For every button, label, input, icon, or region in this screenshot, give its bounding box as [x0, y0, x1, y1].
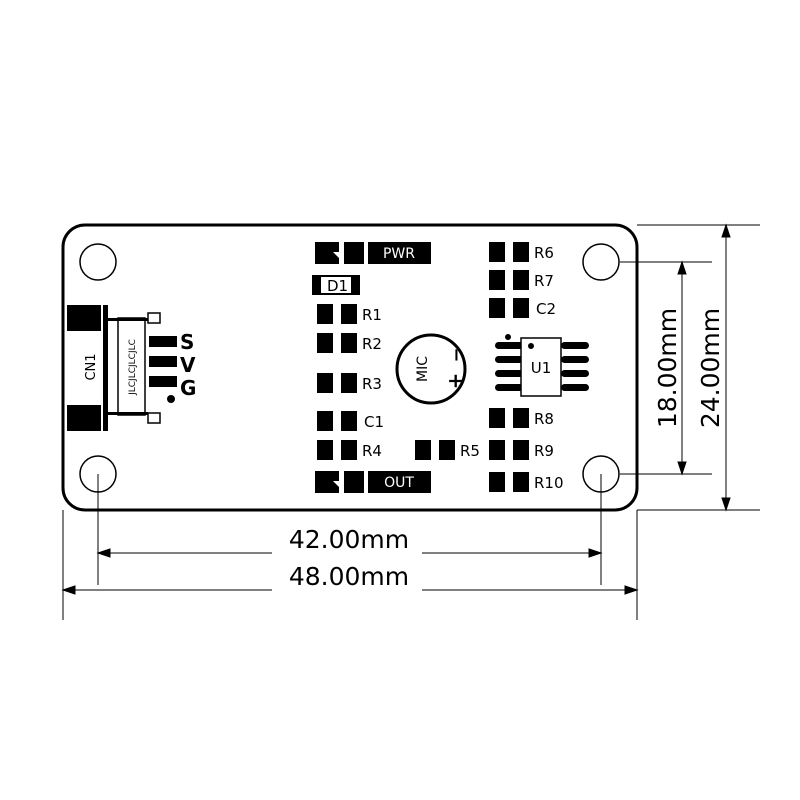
resistor-r8: R8 [489, 408, 554, 428]
resistor-r7: R7 [489, 270, 554, 290]
resistor-r9: R9 [489, 440, 554, 460]
microphone: MIC − + [395, 333, 467, 405]
mic-minus: − [446, 347, 467, 362]
u1-label: U1 [531, 359, 552, 377]
svg-text:R5: R5 [460, 442, 480, 460]
mounting-hole-top-right [582, 243, 620, 281]
svg-text:R6: R6 [534, 244, 554, 262]
svg-text:R7: R7 [534, 272, 554, 290]
pin-label-s: S [180, 330, 194, 354]
dimension-board-height [637, 223, 760, 512]
out-label: OUT [384, 475, 414, 491]
capacitor-c1: C1 [317, 411, 384, 431]
resistor-r10: R10 [489, 472, 564, 492]
resistor-r4: R4 [317, 440, 382, 460]
svg-text:R9: R9 [534, 442, 554, 460]
ic-u1: U1 [495, 334, 589, 397]
resistor-r2: R2 [317, 333, 382, 353]
dim-42mm-label: 42.00mm [289, 525, 409, 554]
cn1-label: CN1 [84, 353, 99, 380]
svg-text:R10: R10 [534, 474, 564, 492]
cn1-pin-v-pad [149, 356, 177, 367]
cn1-pin-g-pad [149, 376, 177, 387]
resistor-r1: R1 [317, 304, 382, 324]
d1-label: D1 [327, 277, 348, 295]
resistor-r5: R5 [415, 440, 480, 460]
connector-cn1: CN1 JLCJLCJLCJLC S V G [67, 305, 196, 431]
dim-24mm-label: 24.00mm [696, 308, 725, 428]
dim-18mm-label: 18.00mm [653, 308, 682, 428]
pin-label-v: V [180, 353, 196, 377]
diode-d1: D1 [312, 275, 360, 295]
led-out: OUT [315, 471, 431, 493]
cn1-marking: JLCJLCJLCJLC [128, 339, 138, 396]
svg-text:R4: R4 [362, 442, 382, 460]
pin-label-g: G [180, 376, 196, 400]
capacitor-c2: C2 [489, 298, 556, 318]
dim-48mm-label: 48.00mm [289, 562, 409, 591]
board-outline [61, 223, 639, 512]
mic-label: MIC [415, 356, 431, 382]
mounting-hole-top-left [79, 243, 117, 281]
resistor-r6: R6 [489, 242, 554, 262]
cn1-pin-s-pad [149, 336, 177, 347]
svg-text:R1: R1 [362, 306, 382, 324]
led-pwr: PWR [315, 242, 431, 264]
svg-text:C1: C1 [364, 413, 384, 431]
svg-text:R3: R3 [362, 375, 382, 393]
pwr-label: PWR [383, 246, 415, 262]
mic-plus: + [443, 373, 467, 390]
svg-text:C2: C2 [536, 300, 556, 318]
svg-text:R8: R8 [534, 410, 554, 428]
resistor-r3: R3 [317, 373, 382, 393]
pin1-marker [167, 395, 175, 403]
svg-text:R2: R2 [362, 335, 382, 353]
dimension-hole-spacing-height [620, 260, 712, 476]
